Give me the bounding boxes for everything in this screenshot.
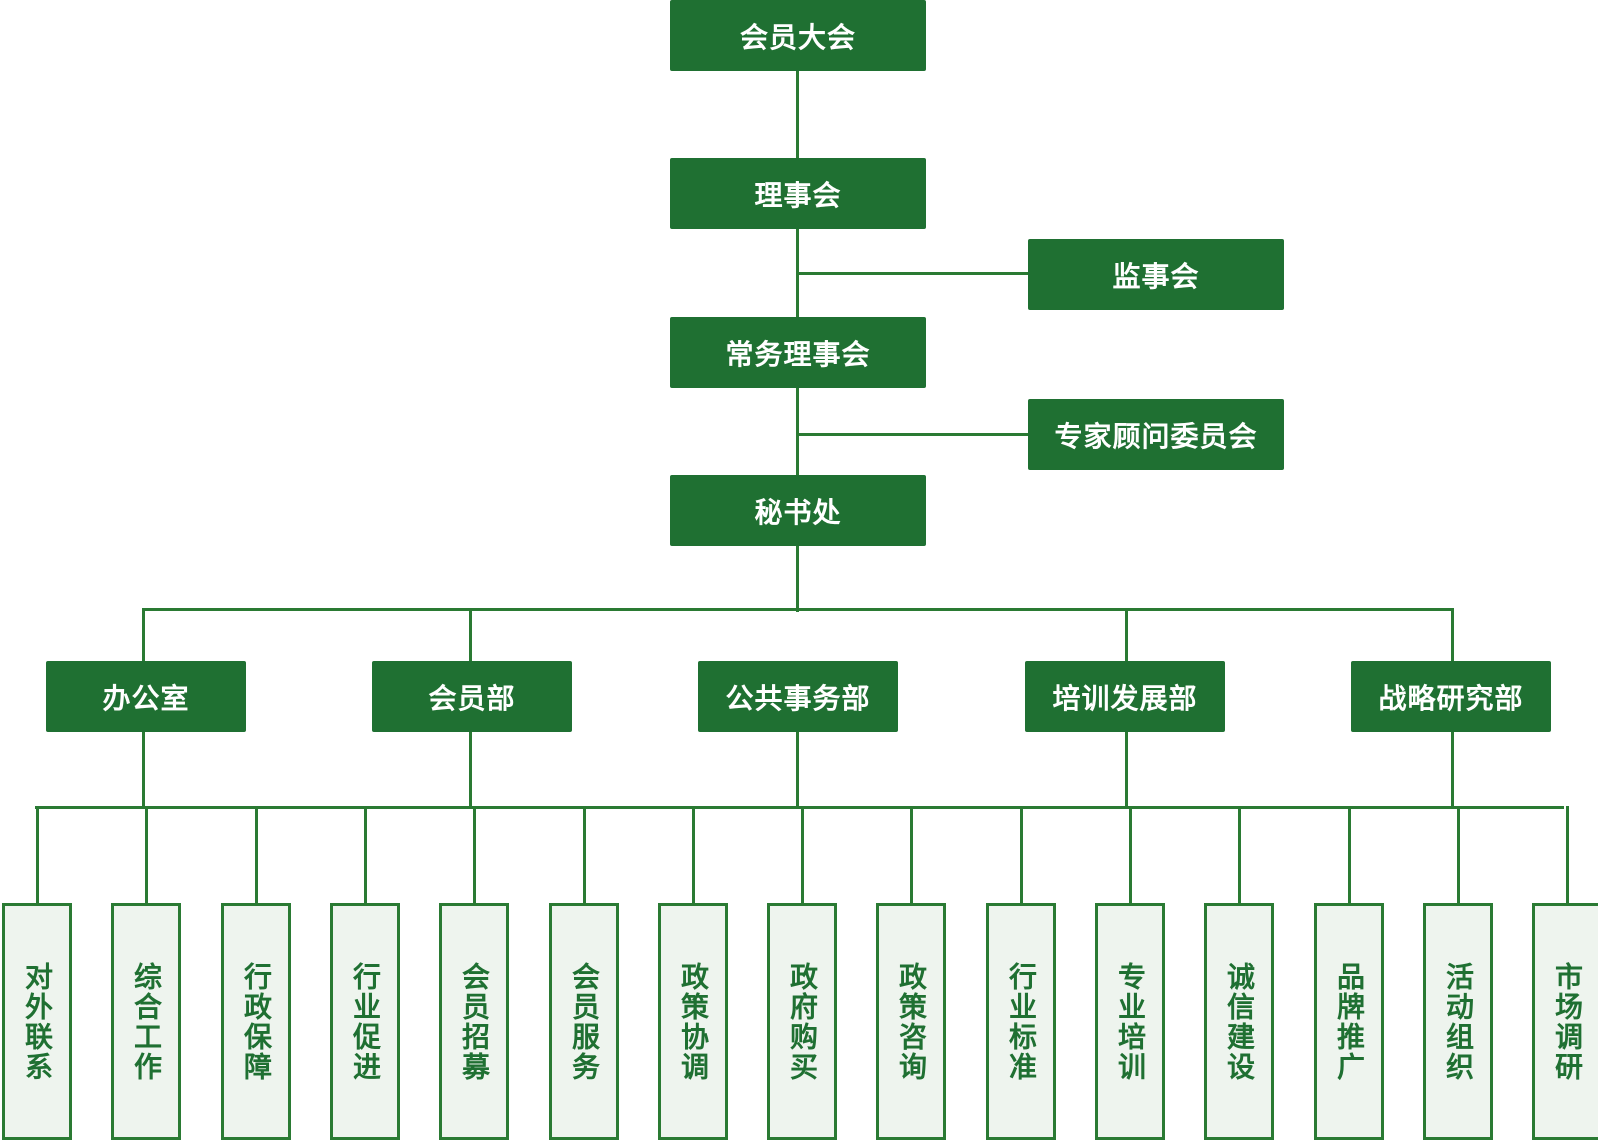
- node-function-label: 专业培训: [1114, 961, 1147, 1082]
- node-function: 政策咨询: [876, 903, 946, 1140]
- connector-dept-drop: [1451, 608, 1454, 662]
- connector-dept-rise: [1451, 730, 1454, 808]
- connector-advisory: [796, 433, 1028, 436]
- connector-dept-drop: [1125, 608, 1128, 662]
- node-function: 会员招募: [439, 903, 509, 1140]
- node-standing-council: 常务理事会: [670, 317, 926, 388]
- node-function: 行业促进: [330, 903, 400, 1140]
- node-function: 活动组织: [1423, 903, 1493, 1140]
- connector-function-drop: [1348, 806, 1351, 903]
- connector-function-drop: [1238, 806, 1241, 903]
- node-expert-advisory-committee: 专家顾问委员会: [1028, 399, 1284, 470]
- node-council: 理事会: [670, 158, 926, 229]
- connector-function-drop: [801, 806, 804, 903]
- connector-function-drop: [36, 806, 39, 903]
- connector-dept-bar: [142, 608, 1454, 611]
- node-function: 行政保障: [221, 903, 291, 1140]
- node-function: 市场调研: [1532, 903, 1598, 1140]
- connector-dept-drop: [469, 608, 472, 662]
- node-function-label: 品牌推广: [1333, 961, 1366, 1082]
- connector-function-drop: [473, 806, 476, 903]
- connector-dept-rise: [796, 730, 799, 808]
- node-function-label: 政策咨询: [895, 961, 928, 1082]
- connector-function-drop: [145, 806, 148, 903]
- node-dept-office: 办公室: [46, 661, 246, 732]
- connector-function-drop: [1020, 806, 1023, 903]
- node-dept-membership: 会员部: [372, 661, 572, 732]
- node-function: 专业培训: [1095, 903, 1165, 1140]
- node-function: 政策协调: [658, 903, 728, 1140]
- node-function: 诚信建设: [1204, 903, 1274, 1140]
- node-function-label: 诚信建设: [1223, 961, 1256, 1082]
- node-dept-strategy: 战略研究部: [1351, 661, 1551, 732]
- connector-function-drop: [1566, 806, 1569, 903]
- node-function-label: 会员招募: [458, 961, 491, 1082]
- node-supervisory-board: 监事会: [1028, 239, 1284, 310]
- connector-function-drop: [1457, 806, 1460, 903]
- node-function-label: 政策协调: [677, 961, 710, 1082]
- node-function-label: 行政保障: [240, 961, 273, 1082]
- node-function: 政府购买: [767, 903, 837, 1140]
- node-function: 品牌推广: [1314, 903, 1384, 1140]
- node-function-label: 行业促进: [349, 961, 382, 1082]
- connector-function-drop: [583, 806, 586, 903]
- node-general-assembly: 会员大会: [670, 0, 926, 71]
- node-dept-training: 培训发展部: [1025, 661, 1225, 732]
- connector-function-drop: [364, 806, 367, 903]
- connector-function-drop: [910, 806, 913, 903]
- node-function: 行业标准: [986, 903, 1056, 1140]
- node-function-label: 活动组织: [1442, 961, 1475, 1082]
- node-function-label: 综合工作: [130, 961, 163, 1082]
- node-function-label: 对外联系: [21, 961, 54, 1082]
- connector-dept-rise: [142, 730, 145, 808]
- node-function-label: 会员服务: [568, 961, 601, 1082]
- connector-function-bar: [35, 806, 1564, 809]
- node-function: 会员服务: [549, 903, 619, 1140]
- connector-dept-rise: [1125, 730, 1128, 808]
- node-function: 综合工作: [111, 903, 181, 1140]
- node-dept-public-affairs: 公共事务部: [698, 661, 898, 732]
- node-function: 对外联系: [2, 903, 72, 1140]
- connector-function-drop: [1129, 806, 1132, 903]
- connector-supervisory: [796, 272, 1028, 275]
- node-secretariat: 秘书处: [670, 475, 926, 546]
- node-function-label: 行业标准: [1005, 961, 1038, 1082]
- node-function-label: 市场调研: [1551, 961, 1584, 1082]
- connector-function-drop: [255, 806, 258, 903]
- connector-dept-rise: [469, 730, 472, 808]
- node-function-label: 政府购买: [786, 961, 819, 1082]
- connector-dept-drop: [142, 608, 145, 662]
- connector-function-drop: [692, 806, 695, 903]
